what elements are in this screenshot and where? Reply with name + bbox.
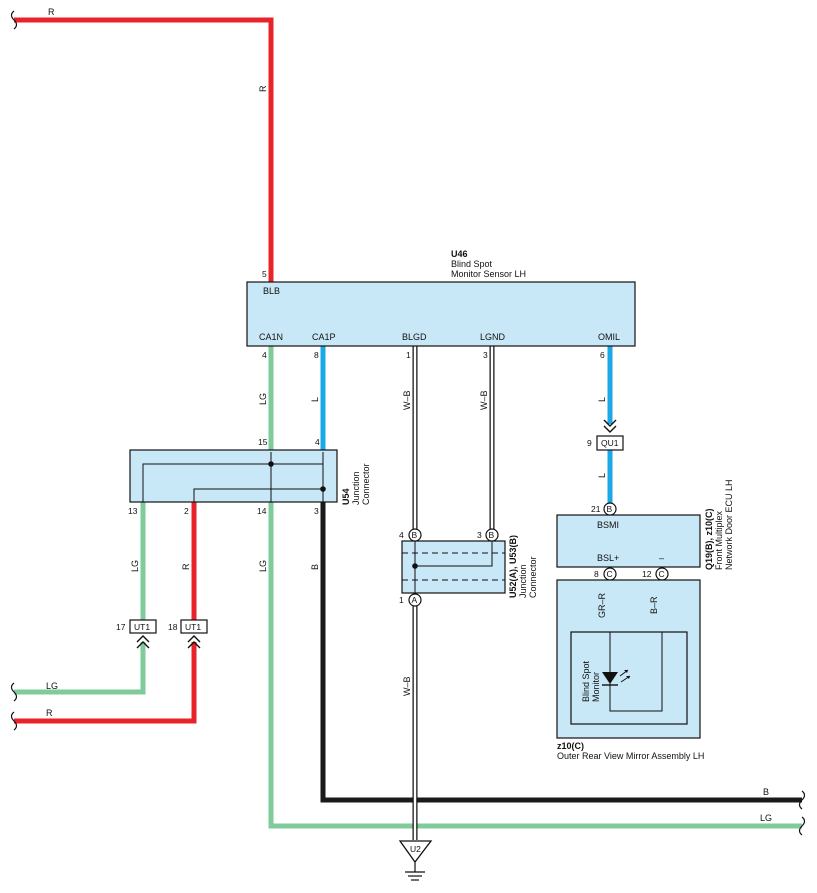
u54-pinnum-3: 3 bbox=[314, 506, 319, 516]
u46-pin-omil: OMIL bbox=[598, 332, 620, 342]
u46-pin-ca1p: CA1P bbox=[312, 332, 336, 342]
u54-pinnum-14: 14 bbox=[257, 506, 267, 516]
u54-name-2: Connector bbox=[361, 463, 371, 505]
u46-pinnum-5: 5 bbox=[262, 269, 267, 279]
u52-code: U52(A), U53(B) bbox=[508, 535, 518, 598]
q19-letter-c2: C bbox=[659, 569, 665, 579]
q19-letter-c1: C bbox=[607, 569, 613, 579]
qu1-pin: 9 bbox=[587, 438, 592, 448]
label-lg-14: LG bbox=[258, 560, 268, 572]
u52-name-1: Junction bbox=[518, 564, 528, 598]
ut1-b-pin: 18 bbox=[168, 622, 178, 632]
u54-pinnum-15: 15 bbox=[258, 437, 268, 447]
led-icon bbox=[602, 669, 631, 686]
z10-name: Outer Rear View Mirror Assembly LH bbox=[557, 751, 704, 761]
q19-name-1: Front Multiplex bbox=[714, 510, 724, 570]
u54-code: U54 bbox=[341, 488, 351, 505]
u46-pinnum-3: 3 bbox=[483, 350, 488, 360]
wire-b bbox=[320, 502, 802, 803]
connector-qu1: QU1 9 bbox=[587, 419, 624, 451]
label-r-vert: R bbox=[258, 85, 268, 92]
z10-inner-2: Monitor bbox=[591, 672, 601, 702]
q19-pin-bslp: BSL+ bbox=[597, 553, 619, 563]
label-lg-right: LG bbox=[760, 813, 772, 823]
ground-code: U2 bbox=[410, 844, 421, 854]
wire-break-marks bbox=[10, 10, 806, 836]
label-b-3: B bbox=[310, 564, 320, 570]
label-wb-gnd: W–B bbox=[402, 676, 412, 696]
wire-r-2 bbox=[14, 502, 197, 724]
qu1-code: QU1 bbox=[601, 438, 619, 448]
q19-letter-b: B bbox=[607, 504, 613, 514]
label-b-r: B–R bbox=[649, 596, 659, 614]
label-lg-u46: LG bbox=[258, 393, 268, 405]
q19-pinnum-12: 12 bbox=[642, 569, 652, 579]
label-l-qu1: L bbox=[597, 473, 607, 478]
wire-labels: R R LG L W–B W–B L L LG R LG B W–B GR–R … bbox=[46, 7, 772, 823]
u52-letter-b2: B bbox=[489, 530, 495, 540]
component-u54: 15 4 13 2 14 3 U54 Junction Connector bbox=[128, 437, 371, 516]
wire-lg-13 bbox=[14, 502, 146, 695]
u52-pinnum-3: 3 bbox=[477, 530, 482, 540]
u46-pin-blb: BLB bbox=[263, 286, 280, 296]
component-u52-u53: B B A 4 3 1 U52(A), U53(B) Junction Conn… bbox=[399, 528, 538, 607]
label-r-top: R bbox=[48, 7, 55, 17]
u46-code: U46 bbox=[451, 249, 468, 259]
component-z10: Blind Spot Monitor z10(C) Outer Rear Vie… bbox=[556, 579, 704, 761]
wire-lg-ca1n bbox=[268, 346, 802, 829]
ground-u2: U2 bbox=[398, 840, 433, 881]
label-lg-13: LG bbox=[130, 560, 140, 572]
u46-pinnum-1: 1 bbox=[406, 350, 411, 360]
z10-code: z10(C) bbox=[557, 741, 584, 751]
u52-letter-b1: B bbox=[412, 530, 418, 540]
label-l-u46: L bbox=[310, 397, 320, 402]
z10-inner-1: Blind Spot bbox=[581, 660, 591, 702]
u52-name-2: Connector bbox=[528, 556, 538, 598]
ut1-a-code: UT1 bbox=[134, 622, 150, 632]
component-u46: U46 Blind Spot Monitor Sensor LH BLB CA1… bbox=[246, 249, 636, 360]
ut1-a-pin: 17 bbox=[116, 622, 126, 632]
connector-ut1-18: UT1 18 bbox=[168, 619, 208, 649]
u52-pinnum-4: 4 bbox=[399, 530, 404, 540]
u46-pinnum-6: 6 bbox=[600, 350, 605, 360]
label-l-omil: L bbox=[597, 397, 607, 402]
u46-pin-lgnd: LGND bbox=[480, 332, 506, 342]
label-r-left: R bbox=[46, 708, 53, 718]
q19-code: Q19(B), z10(C) bbox=[704, 508, 714, 570]
q19-pinnum-8: 8 bbox=[594, 569, 599, 579]
q19-pin-bsmi: BSMI bbox=[597, 520, 619, 530]
u46-pin-ca1n: CA1N bbox=[259, 332, 283, 342]
label-gr-r: GR–R bbox=[597, 592, 607, 618]
ut1-b-code: UT1 bbox=[185, 622, 201, 632]
q19-name-2: Network Door ECU LH bbox=[724, 479, 734, 570]
label-wb2: W–B bbox=[479, 390, 489, 410]
u46-pinnum-8: 8 bbox=[314, 350, 319, 360]
u46-name-1: Blind Spot bbox=[451, 259, 493, 269]
q19-pin-minus: – bbox=[659, 553, 664, 563]
u54-pinnum-2: 2 bbox=[184, 506, 189, 516]
u54-name-1: Junction bbox=[351, 471, 361, 505]
u46-pinnum-4: 4 bbox=[262, 350, 267, 360]
wire-r-top bbox=[14, 17, 274, 282]
label-wb1: W–B bbox=[402, 390, 412, 410]
connector-ut1-17: UT1 17 bbox=[116, 619, 157, 649]
u46-pin-blgd: BLGD bbox=[402, 332, 427, 342]
u52-pinnum-1: 1 bbox=[399, 595, 404, 605]
label-r-2: R bbox=[181, 563, 191, 570]
u54-pinnum-4: 4 bbox=[315, 437, 320, 447]
u54-pinnum-13: 13 bbox=[128, 506, 138, 516]
u52-letter-a: A bbox=[412, 595, 418, 605]
u46-name-2: Monitor Sensor LH bbox=[451, 269, 526, 279]
q19-pinnum-21: 21 bbox=[591, 504, 601, 514]
label-b-right: B bbox=[763, 787, 769, 797]
label-lg-left: LG bbox=[46, 681, 58, 691]
component-q19: B 21 BSMI BSL+ – C C 8 12 Q19(B), z10(C)… bbox=[556, 479, 734, 581]
